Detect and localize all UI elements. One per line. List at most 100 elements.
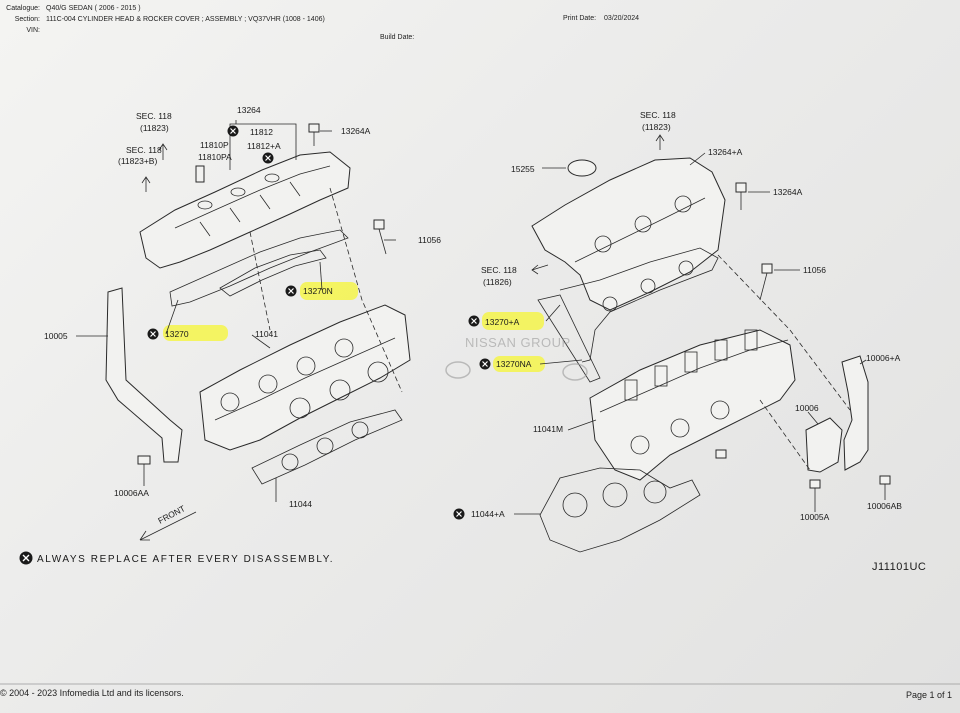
diagram-code: J11101UC	[872, 561, 926, 573]
watermark-text: NISSAN GROUP	[465, 335, 571, 350]
vin-row: VIN:	[0, 27, 46, 34]
right-dash-align	[717, 254, 851, 411]
catalogue-value: Q40/G SEDAN ( 2006 - 2015 )	[46, 5, 141, 12]
print-date-row: Print Date: 03/20/2024	[563, 15, 639, 22]
label-10006: 10006	[795, 403, 819, 413]
copyright: © 2004 - 2023 Infomedia Ltd and its lice…	[0, 688, 184, 698]
label-10006a: 10006+A	[866, 353, 901, 363]
left-gasket-13270	[169, 229, 349, 307]
build-date-row: Build Date:	[380, 34, 414, 41]
right-x-marker-13270a	[468, 315, 480, 327]
left-cylinder-head	[199, 304, 411, 451]
label-10005: 10005	[44, 331, 68, 341]
label-13264a-plus: 13264+A	[708, 147, 743, 157]
catalogue-label: Catalogue:	[6, 5, 40, 12]
left-dash-align	[329, 187, 403, 393]
right-bracket-10006a	[841, 355, 869, 471]
catalogue-row: Catalogue: Q40/G SEDAN ( 2006 - 2015 )	[0, 5, 141, 12]
label-15255: 15255	[511, 164, 535, 174]
print-date-label: Print Date:	[563, 15, 597, 22]
leader-11041m	[567, 419, 597, 431]
left-sec118-11823-line1: SEC. 118	[136, 111, 172, 121]
right-gasket-13270a	[537, 294, 601, 383]
highlight-13270a	[482, 312, 544, 330]
label-right-11056: 11056	[803, 265, 826, 275]
label-11041m: 11041M	[533, 424, 563, 434]
right-sec118-line2: (11823)	[642, 122, 671, 132]
highlight-13270n	[300, 282, 358, 300]
right-bracket-10006	[805, 417, 843, 473]
right-sec118-11826-line2: (11826)	[483, 277, 512, 287]
label-10006ab: 10006AB	[867, 501, 902, 511]
label-11810p: 11810P	[200, 140, 229, 150]
label-13270na: 13270NA	[496, 359, 532, 369]
label-13270n: 13270N	[303, 286, 333, 296]
replace-note: ALWAYS REPLACE AFTER EVERY DISASSEMBLY.	[19, 551, 334, 565]
right-arrow-sec118-11826	[531, 264, 549, 275]
highlight-13270	[163, 325, 228, 341]
label-11812a: 11812+A	[247, 141, 281, 151]
note-x-icon-glyph	[22, 554, 30, 562]
left-head-gasket	[251, 409, 403, 485]
left-x-marker-11812	[227, 125, 239, 137]
label-13270a: 13270+A	[485, 317, 520, 327]
section-row: Section: 111C-004 CYLINDER HEAD & ROCKER …	[0, 16, 325, 23]
note-text: ALWAYS REPLACE AFTER EVERY DISASSEMBLY.	[37, 554, 334, 565]
left-rocker-cover	[139, 151, 351, 269]
watermark-logo-left	[445, 361, 471, 379]
section-label: Section:	[14, 16, 40, 23]
left-pcv-valve	[195, 165, 205, 183]
label-right-13264a: 13264A	[773, 187, 803, 197]
label-13264: 13264	[237, 105, 261, 115]
right-arrow-sec118	[655, 134, 665, 150]
left-sec118-11823-line2: (11823)	[140, 123, 169, 133]
section-value: 111C-004 CYLINDER HEAD & ROCKER COVER ; …	[46, 16, 325, 23]
right-bolt-10005a	[809, 479, 821, 506]
label-11044: 11044	[289, 499, 312, 509]
label-11041: 11041	[255, 329, 278, 339]
right-dash-align-2	[759, 399, 811, 471]
right-cylinder-head	[589, 329, 796, 481]
left-dash-align-2	[249, 231, 271, 331]
right-bolt-13264a	[735, 182, 747, 210]
left-sec118-11823b-line2: (11823+B)	[118, 156, 157, 166]
right-sec118-line1: SEC. 118	[640, 110, 676, 120]
right-sec118-11826-line1: SEC. 118	[481, 265, 517, 275]
right-x-marker-13270na	[479, 358, 491, 370]
leader-11041	[251, 334, 271, 349]
front-arrow: FRONT	[139, 503, 197, 541]
front-label: FRONT	[156, 503, 187, 526]
leader-13270a	[545, 304, 561, 322]
label-11810pa: 11810PA	[198, 152, 232, 162]
nissan-watermark: NISSAN GROUP	[445, 335, 588, 381]
oil-filler-cap	[567, 159, 597, 177]
left-arrow-sec118b	[141, 176, 151, 192]
left-bracket-10005	[105, 287, 183, 463]
label-11812: 11812	[250, 127, 273, 137]
leader-13264a-plus	[689, 152, 706, 166]
print-date-value: 03/20/2024	[604, 15, 640, 22]
left-arrow-sec118	[158, 143, 168, 160]
left-x-marker-13270	[147, 328, 159, 340]
page-number: Page 1 of 1	[906, 690, 953, 700]
right-bolt-11056	[759, 263, 773, 301]
label-10006aa: 10006AA	[114, 488, 149, 498]
right-x-marker-11044a	[453, 508, 465, 520]
leader-13270na	[539, 359, 583, 365]
right-bolt-small	[715, 449, 727, 459]
vin-label: VIN:	[26, 27, 40, 34]
left-x-marker-13270n	[285, 285, 297, 297]
left-sec118-11823b-line1: SEC. 118	[126, 145, 162, 155]
leader-10006	[807, 411, 819, 425]
right-head-gasket	[539, 467, 701, 553]
build-date-label: Build Date:	[380, 34, 415, 41]
label-13264a: 13264A	[341, 126, 371, 136]
leader-13270n	[319, 261, 323, 291]
watermark-logo-right	[562, 363, 588, 381]
left-x-marker-11812a	[262, 152, 274, 164]
left-bolt-11056	[373, 219, 387, 255]
label-13270: 13270	[165, 329, 189, 339]
right-gasket-13270na	[559, 247, 719, 363]
left-bolt-13264a	[308, 123, 320, 146]
